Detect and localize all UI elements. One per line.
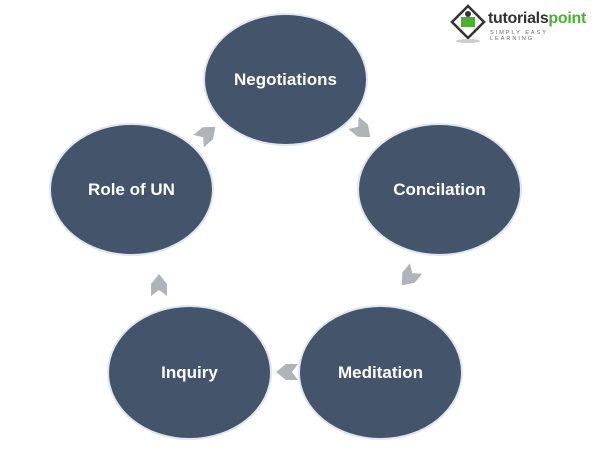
- arrow-icon: [401, 263, 423, 286]
- arrow-icon: [151, 274, 167, 296]
- arrow-icon: [193, 126, 216, 148]
- tutorialspoint-logo: tutorialspoint SIMPLY EASY LEARNING: [450, 4, 595, 46]
- logo-diamond-icon: [450, 4, 486, 43]
- logo-tagline: SIMPLY EASY LEARNING: [490, 30, 548, 42]
- logo-wordmark: tutorialspoint: [488, 10, 587, 27]
- arrow-icon: [276, 364, 298, 380]
- node-concilation: Concilation: [357, 123, 522, 256]
- arrow-icon: [348, 116, 371, 138]
- node-meditation: Meditation: [298, 305, 463, 440]
- node-inquiry: Inquiry: [107, 305, 272, 440]
- node-negotiations: Negotiations: [203, 13, 368, 146]
- node-role-of-un: Role of UN: [49, 123, 214, 256]
